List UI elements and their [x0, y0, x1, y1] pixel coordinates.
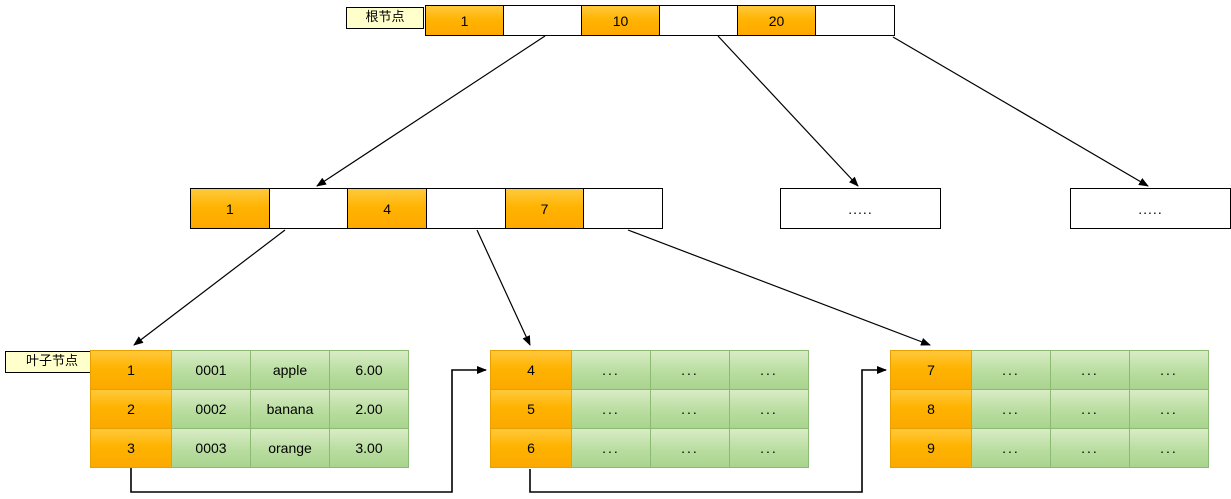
root-pointer-1[interactable]	[660, 6, 738, 35]
root-key-0[interactable]: 1	[426, 6, 504, 35]
leaf-node-1[interactable]: 1 0001 apple 6.00 2 0002 banana 2.00 3 0…	[90, 350, 409, 468]
leaf-3-row-1-col-2[interactable]: ...	[1129, 389, 1209, 429]
internal-1-key-2[interactable]: 7	[505, 189, 585, 228]
edge-root-to-internal-1	[316, 35, 546, 187]
leaf-2-row-0-col-2[interactable]: ...	[729, 350, 809, 390]
leaf-1-row-1-col-1[interactable]: banana	[250, 389, 330, 429]
table-row[interactable]: 6 ... ... ...	[490, 428, 809, 468]
leaf-1-row-2-col-0[interactable]: 0003	[171, 428, 251, 468]
edge-root-to-internal-2	[717, 35, 859, 187]
leaf-3-row-2-col-1[interactable]: ...	[1050, 428, 1130, 468]
leaf-2-row-1-key[interactable]: 5	[490, 389, 572, 429]
leaf-2-row-1-col-1[interactable]: ...	[650, 389, 730, 429]
leaf-3-row-2-key[interactable]: 9	[890, 428, 972, 468]
leaf-2-row-1-col-0[interactable]: ...	[571, 389, 651, 429]
internal-node-2[interactable]: .....	[780, 188, 941, 229]
leaf-3-row-0-col-1[interactable]: ...	[1050, 350, 1130, 390]
leaf-1-row-1-col-2[interactable]: 2.00	[329, 389, 409, 429]
leaf-2-row-0-key[interactable]: 4	[490, 350, 572, 390]
internal-node-1[interactable]: 1 4 7	[190, 188, 663, 229]
leaf-3-row-2-col-2[interactable]: ...	[1129, 428, 1209, 468]
leaf-3-row-0-col-0[interactable]: ...	[971, 350, 1051, 390]
leaf-1-row-0-col-0[interactable]: 0001	[171, 350, 251, 390]
leaf-node-label: 叶子节点	[5, 351, 99, 373]
table-row[interactable]: 3 0003 orange 3.00	[90, 428, 409, 468]
internal-1-pointer-0[interactable]	[269, 189, 349, 228]
root-key-2[interactable]: 20	[738, 6, 816, 35]
leaf-1-row-0-col-1[interactable]: apple	[250, 350, 330, 390]
edge-internal-to-leaf-2	[476, 229, 531, 346]
table-row[interactable]: 8 ... ... ...	[890, 389, 1209, 429]
root-node-label: 根节点	[346, 7, 424, 29]
leaf-2-row-1-col-2[interactable]: ...	[729, 389, 809, 429]
leaf-1-row-1-key[interactable]: 2	[90, 389, 172, 429]
leaf-1-row-2-col-1[interactable]: orange	[250, 428, 330, 468]
leaf-3-row-0-col-2[interactable]: ...	[1129, 350, 1209, 390]
internal-1-pointer-2[interactable]	[584, 189, 663, 228]
leaf-2-row-0-col-1[interactable]: ...	[650, 350, 730, 390]
leaf-1-row-0-key[interactable]: 1	[90, 350, 172, 390]
root-pointer-2[interactable]	[816, 6, 894, 35]
table-row[interactable]: 1 0001 apple 6.00	[90, 350, 409, 390]
leaf-3-row-0-key[interactable]: 7	[890, 350, 972, 390]
internal-1-pointer-1[interactable]	[427, 189, 506, 228]
internal-node-3[interactable]: .....	[1070, 188, 1231, 229]
leaf-3-row-2-col-0[interactable]: ...	[971, 428, 1051, 468]
edge-internal-to-leaf-1	[133, 229, 286, 346]
leaf-2-row-0-col-0[interactable]: ...	[571, 350, 651, 390]
leaf-2-row-2-col-0[interactable]: ...	[571, 428, 651, 468]
leaf-3-row-1-col-0[interactable]: ...	[971, 389, 1051, 429]
root-key-1[interactable]: 10	[582, 6, 660, 35]
table-row[interactable]: 2 0002 banana 2.00	[90, 389, 409, 429]
leaf-1-row-2-key[interactable]: 3	[90, 428, 172, 468]
table-row[interactable]: 7 ... ... ...	[890, 350, 1209, 390]
leaf-2-row-2-col-2[interactable]: ...	[729, 428, 809, 468]
leaf-node-2[interactable]: 4 ... ... ... 5 ... ... ... 6 ... ... ..…	[490, 350, 809, 468]
root-node[interactable]: 1 10 20	[425, 5, 895, 36]
table-row[interactable]: 9 ... ... ...	[890, 428, 1209, 468]
leaf-3-row-1-key[interactable]: 8	[890, 389, 972, 429]
leaf-node-3[interactable]: 7 ... ... ... 8 ... ... ... 9 ... ... ..…	[890, 350, 1209, 468]
internal-1-key-1[interactable]: 4	[348, 189, 428, 228]
leaf-1-row-1-col-0[interactable]: 0002	[171, 389, 251, 429]
leaf-3-row-1-col-1[interactable]: ...	[1050, 389, 1130, 429]
edge-root-to-internal-3	[892, 36, 1149, 187]
root-pointer-0[interactable]	[504, 6, 582, 35]
table-row[interactable]: 4 ... ... ...	[490, 350, 809, 390]
leaf-1-row-2-col-2[interactable]: 3.00	[329, 428, 409, 468]
internal-1-key-0[interactable]: 1	[191, 189, 270, 228]
leaf-1-row-0-col-2[interactable]: 6.00	[329, 350, 409, 390]
leaf-2-row-2-key[interactable]: 6	[490, 428, 572, 468]
edge-internal-to-leaf-3	[627, 229, 931, 346]
table-row[interactable]: 5 ... ... ...	[490, 389, 809, 429]
leaf-2-row-2-col-1[interactable]: ...	[650, 428, 730, 468]
